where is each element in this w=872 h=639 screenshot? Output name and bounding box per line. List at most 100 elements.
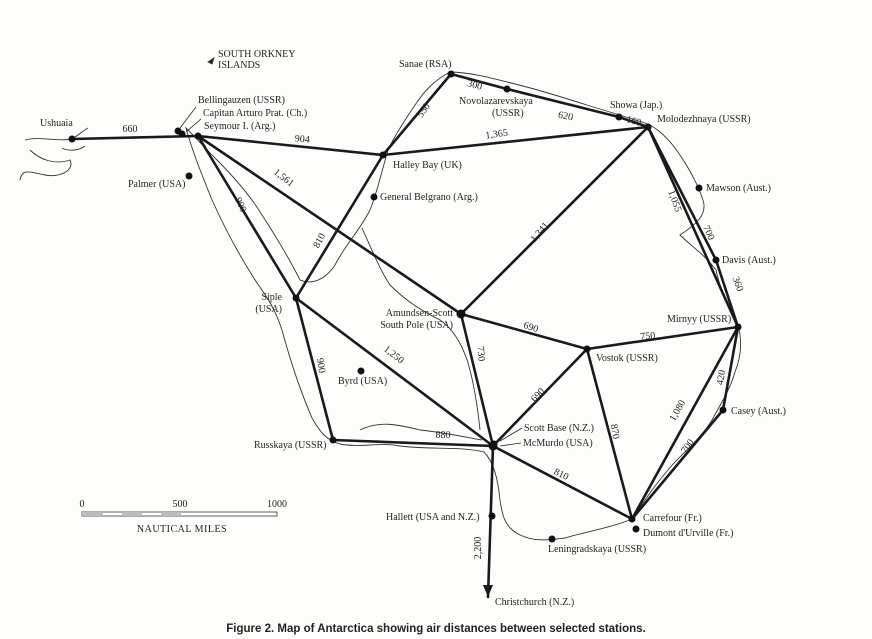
station-label-showa: Showa (Jap.) bbox=[610, 100, 662, 111]
station-marker-siple bbox=[292, 294, 300, 302]
ice-shelf-edge bbox=[361, 227, 481, 431]
route-mcmurdo-vostok bbox=[491, 347, 589, 448]
fuegian-coast bbox=[19, 127, 89, 181]
station-label-byrd: Byrd (USA) bbox=[338, 376, 387, 387]
station-label-siple: (USA) bbox=[255, 304, 282, 315]
station-label-casey: Casey (Aust.) bbox=[731, 406, 786, 417]
route-pole-mcmurdo bbox=[459, 312, 495, 448]
station-marker-leningrad bbox=[548, 535, 556, 543]
station-marker-molod bbox=[644, 123, 652, 131]
ross-shelf-edge bbox=[359, 423, 483, 441]
station-marker-seymour bbox=[194, 132, 202, 140]
station-marker-palmer bbox=[185, 172, 193, 180]
distance-label: 700 bbox=[679, 437, 697, 456]
route-seymour-pole bbox=[196, 134, 463, 316]
station-label-christchurch: Christchurch (N.Z.) bbox=[495, 597, 574, 608]
distance-label: 810 bbox=[552, 467, 570, 483]
scale-tick-0: 0 bbox=[80, 499, 85, 510]
station-label-mawson: Mawson (Aust.) bbox=[706, 183, 771, 194]
stations-layer bbox=[68, 70, 742, 543]
station-label-hallett: Hallett (USA and N.Z.) bbox=[386, 512, 480, 523]
region-label-line-1: SOUTH ORKNEY bbox=[218, 49, 296, 60]
route-novo-showa bbox=[505, 87, 621, 119]
scale-bar: 0 500 1000 NAUTICAL MILES bbox=[80, 499, 288, 535]
distance-label: 160 bbox=[625, 114, 642, 129]
station-marker-byrd bbox=[357, 367, 365, 375]
route-ushuaia-seymour bbox=[70, 134, 200, 141]
distance-label: 300 bbox=[466, 78, 483, 93]
distance-label: 900 bbox=[232, 196, 248, 214]
distance-label: 690 bbox=[522, 320, 540, 335]
region-label-line-2: ISLANDS bbox=[218, 60, 260, 71]
station-label-halley: Halley Bay (UK) bbox=[393, 160, 462, 171]
route-mcmurdo-carrefour bbox=[491, 444, 634, 521]
distance-label: 900 bbox=[314, 357, 327, 374]
distance-label: 1,250 bbox=[381, 344, 406, 367]
station-label-belgrano: General Belgrano (Arg.) bbox=[380, 192, 478, 203]
station-label-carrefour: Carrefour (Fr.) bbox=[643, 513, 702, 524]
labels-layer: Ushuaia Bellingauzen (USSR) Capitan Arturo… bbox=[40, 59, 786, 608]
station-marker-halley bbox=[379, 151, 387, 159]
station-label-molod: Molodezhnaya (USSR) bbox=[657, 114, 751, 125]
distance-label: 730 bbox=[474, 346, 486, 362]
station-label-bellingauzen: Bellingauzen (USSR) bbox=[198, 95, 285, 106]
distance-label: 690 bbox=[529, 386, 547, 405]
station-label-capitan: Capitan Arturo Prat. (Ch.) bbox=[203, 108, 307, 119]
route-vostok-mirnyy bbox=[585, 325, 740, 351]
route-sanae-halley bbox=[381, 72, 453, 157]
distance-label: 1,341 bbox=[529, 220, 552, 244]
distance-label: 660 bbox=[123, 124, 138, 135]
station-label-dumont: Dumont d'Urville (Fr.) bbox=[643, 528, 733, 539]
station-marker-sanae bbox=[447, 70, 455, 78]
station-label-mcmurdo: McMurdo (USA) bbox=[523, 438, 593, 449]
station-marker-dumont bbox=[632, 525, 640, 533]
station-marker-capitan bbox=[178, 130, 186, 138]
distance-label: 700 bbox=[700, 224, 716, 242]
scale-bar-segment bbox=[82, 512, 103, 516]
figure-caption: Figure 2. Map of Antarctica showing air … bbox=[226, 623, 645, 635]
station-label-russkaya: Russkaya (USSR) bbox=[254, 440, 327, 451]
station-marker-russkaya bbox=[329, 436, 337, 444]
route-davis-mirnyy bbox=[714, 258, 740, 329]
arrowhead-icon bbox=[483, 585, 493, 597]
route-mirnyy-carrefour bbox=[630, 325, 740, 521]
route-sanae-novo bbox=[449, 72, 509, 91]
region-label-south-orkney: SOUTH ORKNEY ISLANDS bbox=[218, 49, 296, 71]
label-leader-line bbox=[499, 442, 522, 447]
distance-label: 880 bbox=[436, 430, 451, 441]
route-russkaya-mcmurdo bbox=[331, 438, 495, 448]
station-marker-carrefour bbox=[628, 515, 636, 523]
route-siple-mcmurdo bbox=[294, 296, 495, 448]
station-marker-mawson bbox=[695, 184, 703, 192]
station-label-mirnyy: Mirnyy (USSR) bbox=[667, 314, 731, 325]
route-pole-vostok bbox=[459, 312, 589, 351]
route-seymour-halley bbox=[196, 134, 385, 157]
label-leader-line bbox=[499, 427, 523, 442]
station-label-sanae: Sanae (RSA) bbox=[399, 59, 452, 70]
station-marker-mcmurdo bbox=[488, 441, 498, 451]
station-label-palmer: Palmer (USA) bbox=[128, 179, 186, 190]
route-molod-davis bbox=[646, 125, 718, 262]
station-marker-novo bbox=[503, 85, 511, 93]
label-leader-line bbox=[185, 118, 202, 133]
station-label-davis: Davis (Aust.) bbox=[722, 255, 776, 266]
distance-label: 620 bbox=[557, 110, 574, 124]
route-molod-mirnyy bbox=[646, 125, 740, 329]
scale-unit: NAUTICAL MILES bbox=[137, 524, 227, 535]
station-label-vostok: Vostok (USSR) bbox=[596, 353, 658, 364]
station-label-ushuaia: Ushuaia bbox=[40, 118, 73, 129]
routes-layer bbox=[70, 72, 740, 599]
scale-tick-500: 500 bbox=[173, 499, 188, 510]
distance-label: 2,200 bbox=[473, 537, 484, 560]
station-marker-showa bbox=[615, 113, 623, 121]
scale-tick-1000: 1000 bbox=[267, 499, 287, 510]
station-label-novo: (USSR) bbox=[492, 108, 524, 119]
distance-label: 420 bbox=[715, 369, 728, 386]
distance-label: 904 bbox=[294, 133, 310, 145]
route-siple-russkaya bbox=[294, 296, 335, 442]
distance-label: 870 bbox=[608, 423, 621, 440]
route-mcmurdo-christchurch bbox=[486, 444, 495, 599]
station-label-novo: Novolazarevskaya bbox=[459, 96, 533, 107]
route-halley-molod bbox=[381, 125, 650, 157]
